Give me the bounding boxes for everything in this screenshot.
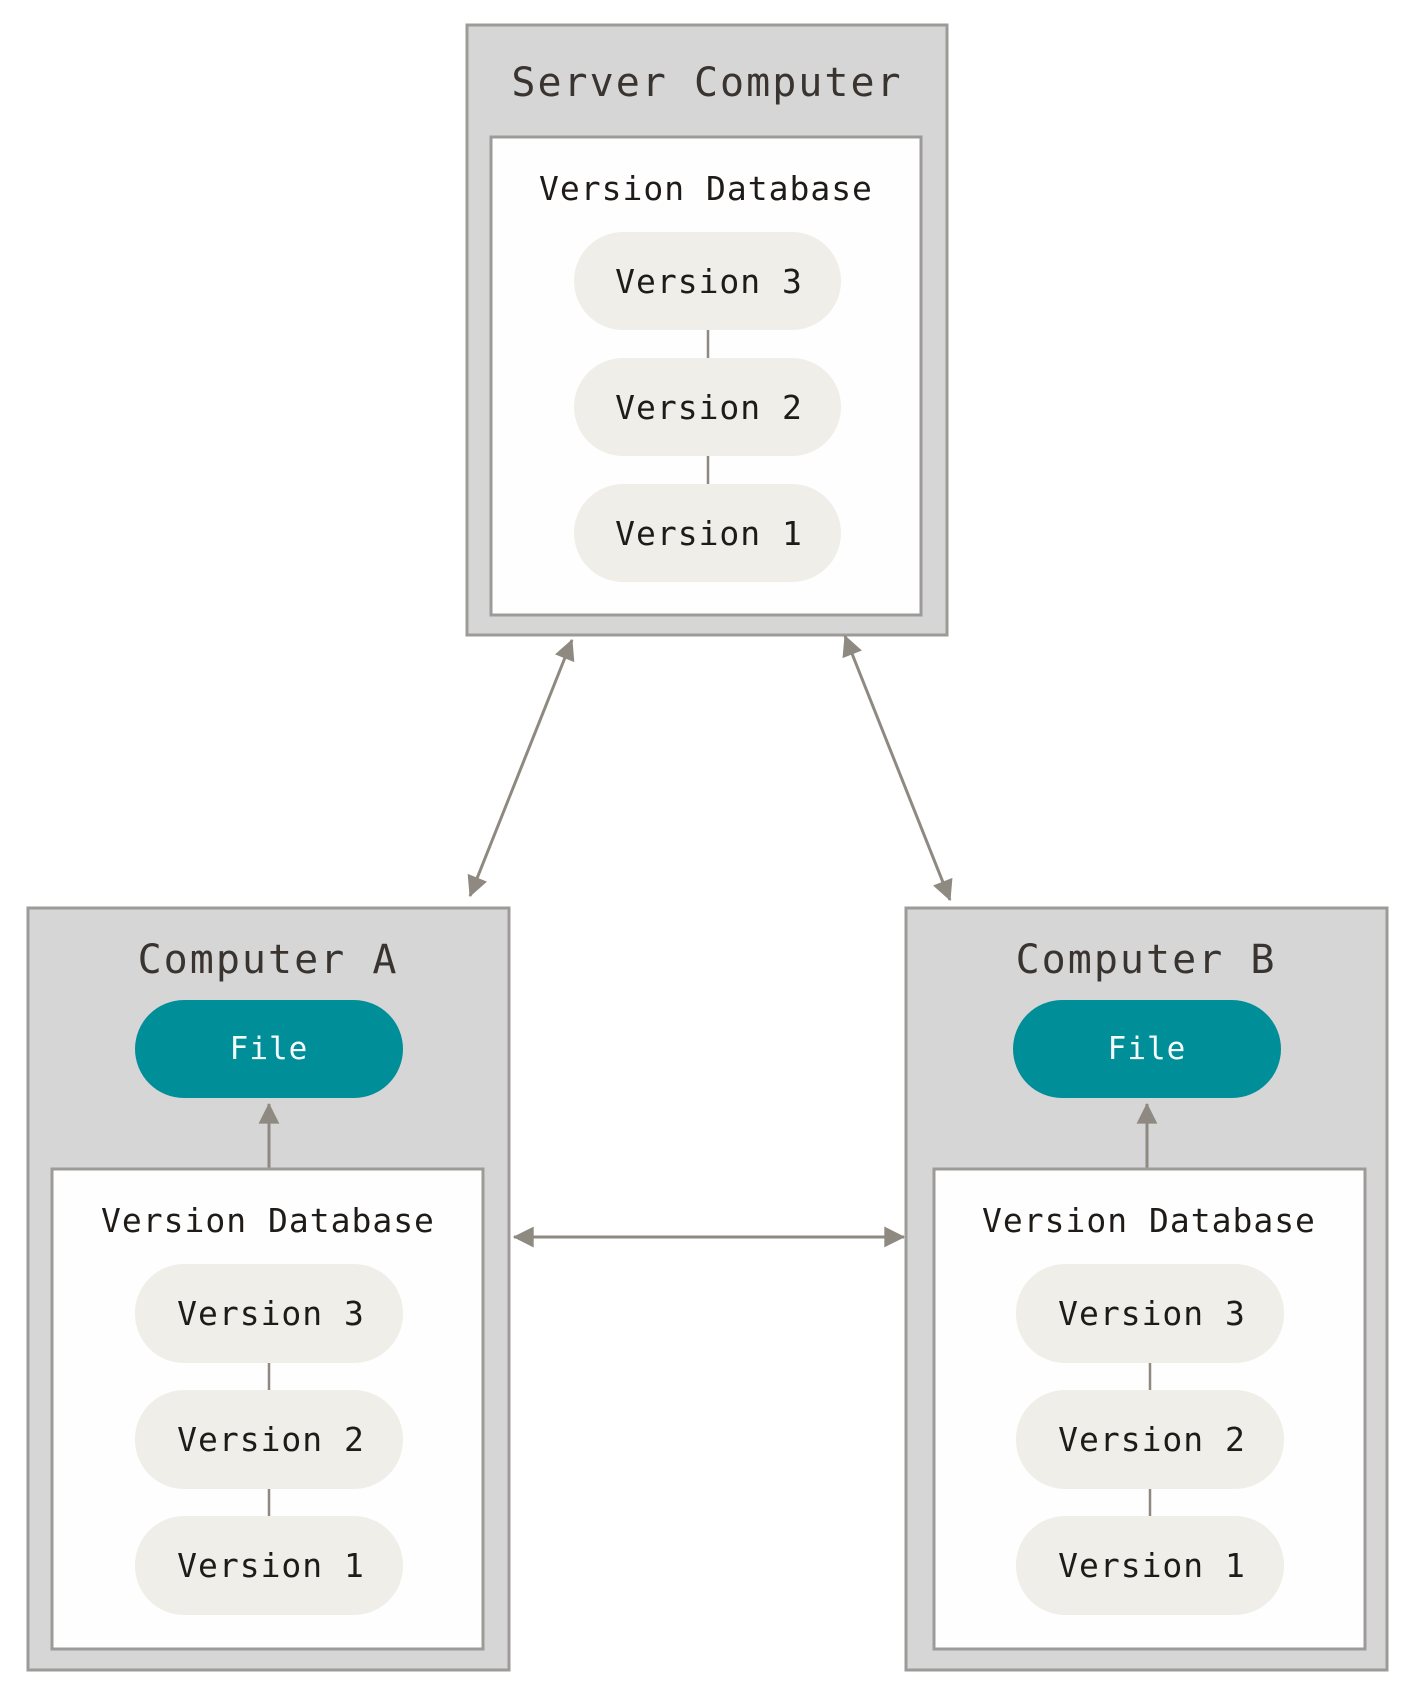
computer-b-version-2: Version 2 (1016, 1390, 1284, 1489)
version-pill (135, 1516, 403, 1615)
computer-a-version-1: Version 1 (135, 1516, 403, 1615)
file-pill (135, 1000, 403, 1098)
version-pill (1016, 1516, 1284, 1615)
version-label: Version 1 (1058, 1546, 1246, 1585)
version-label: Version 3 (1058, 1294, 1246, 1333)
version-label: Version 3 (615, 262, 803, 301)
computer-a-version-3: Version 3 (135, 1264, 403, 1363)
computer-a-version-database: Version Database Version 3 Version 2 Ver… (50, 1167, 485, 1651)
file-label: File (1108, 1031, 1187, 1067)
version-label: Version 3 (177, 1294, 365, 1333)
server-version-2: Version 2 (574, 358, 841, 456)
computer-b-version-database-title: Version Database (982, 1201, 1316, 1240)
computer-b-version-3: Version 3 (1016, 1264, 1284, 1363)
server-version-database: Version Database Version 3 Version 2 Ver… (489, 135, 923, 617)
version-label: Version 2 (177, 1420, 365, 1459)
file-pill (1013, 1000, 1281, 1098)
version-label: Version 2 (615, 388, 803, 427)
version-pill (1016, 1264, 1284, 1363)
version-pill (135, 1390, 403, 1489)
computer-b-version-1: Version 1 (1016, 1516, 1284, 1615)
computer-a-version-2: Version 2 (135, 1390, 403, 1489)
server-version-3: Version 3 (574, 232, 841, 330)
computer-b: Computer B File Version Database Version… (904, 906, 1389, 1672)
version-pill (574, 232, 841, 330)
server-to-computer-b-sync-arrow-icon (842, 634, 953, 902)
version-pill (574, 484, 841, 582)
computer-a-file: File (135, 1000, 403, 1098)
version-pill (135, 1264, 403, 1363)
server-computer: Server Computer Version Database Version… (465, 23, 949, 637)
computer-b-file: File (1013, 1000, 1281, 1098)
computer-a: Computer A File Version Database Version… (26, 906, 511, 1672)
file-label: File (230, 1031, 309, 1067)
server-version-1: Version 1 (574, 484, 841, 582)
version-label: Version 1 (615, 514, 803, 553)
version-pill (1016, 1390, 1284, 1489)
computer-a-version-database-title: Version Database (101, 1201, 435, 1240)
server-to-computer-a-sync-arrow-icon (467, 638, 575, 898)
version-pill (574, 358, 841, 456)
version-label: Version 1 (177, 1546, 365, 1585)
version-label: Version 2 (1058, 1420, 1246, 1459)
computer-b-title: Computer B (1016, 937, 1277, 983)
computer-b-version-database: Version Database Version 3 Version 2 Ver… (932, 1167, 1367, 1651)
server-computer-title: Server Computer (511, 60, 902, 106)
server-version-database-title: Version Database (539, 169, 873, 208)
computer-a-title: Computer A (138, 937, 399, 983)
